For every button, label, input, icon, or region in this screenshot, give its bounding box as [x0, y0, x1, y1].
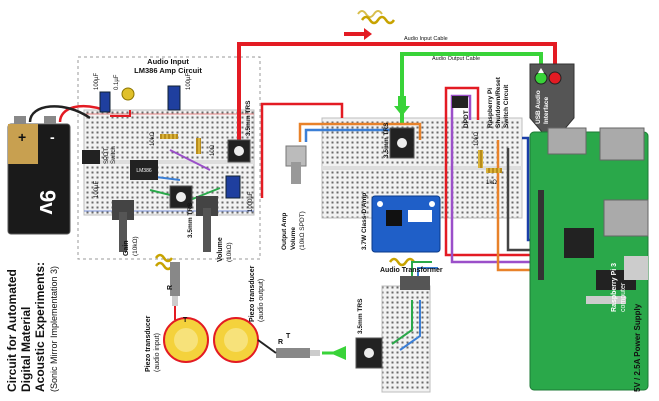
cap-100uf-b-label: 100µF [186, 73, 192, 90]
spdt-switch [82, 150, 100, 164]
sound-wave-top-icon [360, 15, 396, 25]
resistor-pi-10k [478, 150, 483, 168]
class-d-label: 3.7W Class-D Amp [361, 193, 368, 250]
power-label: 5V / 2.5A Power Supply [633, 303, 642, 392]
chip-label: LM386 [136, 168, 152, 174]
usb-audio-interface [529, 63, 575, 133]
switch-label: Switch [111, 146, 117, 164]
audio-transformer [400, 276, 430, 290]
audio-input-cable [237, 42, 557, 143]
cap-01uf-label: 0.1µF [114, 74, 120, 90]
volume-value: (10kΩ) [226, 242, 233, 262]
cap-100uf-a-label: 100µF [94, 73, 100, 90]
pin-t-output: T [286, 333, 291, 340]
trs-jack-output [389, 127, 415, 159]
lm386-chip [130, 160, 158, 180]
title-line-2: Digital Material [19, 307, 33, 392]
trs-plug-output [257, 339, 320, 358]
trs-input-label: 3.5mm TRS [187, 202, 194, 238]
usb-label-1: USB Audio [535, 90, 542, 124]
piezo-output [213, 317, 259, 363]
output-volume-pot [285, 145, 307, 184]
output-arrow [394, 96, 410, 116]
gain-pot [112, 200, 134, 252]
raspberry-pi [529, 127, 649, 391]
cap-01uf [121, 87, 135, 101]
battery-label: 9v [35, 190, 60, 215]
title-line-3: Acoustic Experiments: [33, 262, 47, 392]
pi-shutdown-2: Shutdown/Reset [495, 76, 502, 128]
resistor-10k [160, 134, 178, 139]
resistor-pi-1k [486, 168, 502, 173]
piezo-input [163, 317, 209, 363]
cap-100uf-b [167, 85, 181, 111]
pin-r-output: R [278, 339, 283, 346]
out-vol-label-2: Volume [290, 227, 297, 250]
trs-output-label: 3.5mm TRS [383, 122, 390, 158]
pin-r-input: R [167, 285, 174, 290]
trs-jack-amp-in [227, 139, 251, 163]
cap-1000uf [225, 175, 241, 199]
title-line-1: Circuit for Automated [5, 269, 19, 392]
sound-wave-bottom-icon [388, 257, 416, 267]
res-pi-1k-label: 1kΩ [486, 180, 497, 186]
out-vol-label-3: (10kΩ SPDT) [299, 211, 306, 250]
trs-amp-label: 3.5mm TRS [245, 100, 252, 136]
amp-box-title-2: LM386 Amp Circuit [134, 66, 202, 75]
trs-plug-input [170, 262, 180, 320]
dpdt-switch [452, 96, 468, 108]
trs-jack-amp-out [169, 185, 193, 209]
gain-label: Gain [123, 240, 130, 256]
volume-label: Volume [217, 237, 224, 262]
cap-100uf-a [99, 91, 111, 113]
battery-plus: + [18, 129, 26, 145]
pi-label-1: Raspberry Pi 3 [611, 263, 618, 312]
pi-shutdown-3: Switch Circuit [503, 84, 510, 128]
pi-label-2: computer [620, 282, 627, 312]
input-arrow [344, 28, 372, 40]
output-cable-label: Audio Output Cable [432, 56, 480, 62]
amp-box-title-1: Audio Input [147, 57, 189, 66]
piezo-input-label-2: (audio input) [154, 333, 161, 372]
pin-t-input: T [183, 317, 188, 324]
res-10k-label: 10kΩ [150, 131, 156, 146]
piezo-output-label-2: (audio output) [258, 279, 265, 322]
gain-value: (10kΩ) [132, 236, 139, 256]
transformer-label: Audio Transformer [380, 267, 443, 274]
trs-bottom-label: 3.5mm TRS [357, 298, 364, 334]
volume-pot [196, 196, 218, 252]
battery-9v: 9v + - [7, 116, 71, 235]
breadboard-bottom [381, 285, 431, 393]
resistor-10 [196, 138, 201, 154]
res-pi-10k-label: 10kΩ [474, 131, 480, 146]
pi-shutdown-1: Raspberry Pi [487, 88, 494, 128]
spdt-label: SPDT [104, 148, 110, 164]
title-line-4: (Sonic Mirror Implementation 3) [49, 266, 59, 392]
battery-minus: - [50, 129, 55, 145]
trs-jack-bottom [355, 337, 383, 369]
cap-100uf-c-label: 100µF [94, 181, 100, 198]
amp-circuit-frame [77, 56, 261, 260]
res-10-label: 10Ω [210, 144, 216, 156]
usb-label-2: Interface [543, 97, 550, 124]
wire-red-amp-out [260, 102, 344, 198]
out-vol-label-1: Output Amp [281, 213, 288, 250]
piezo-output-label-1: Piezo transducer [249, 265, 256, 322]
piezo-input-label-1: Piezo transducer [145, 315, 152, 372]
dpdt-label: DPDT [463, 110, 470, 128]
input-cable-label: Audio Input Cable [404, 36, 448, 42]
cap-1000uf-label: 1000µF [248, 191, 254, 212]
sound-wave-left-icon [154, 253, 174, 263]
class-d-amp-board [371, 195, 441, 253]
